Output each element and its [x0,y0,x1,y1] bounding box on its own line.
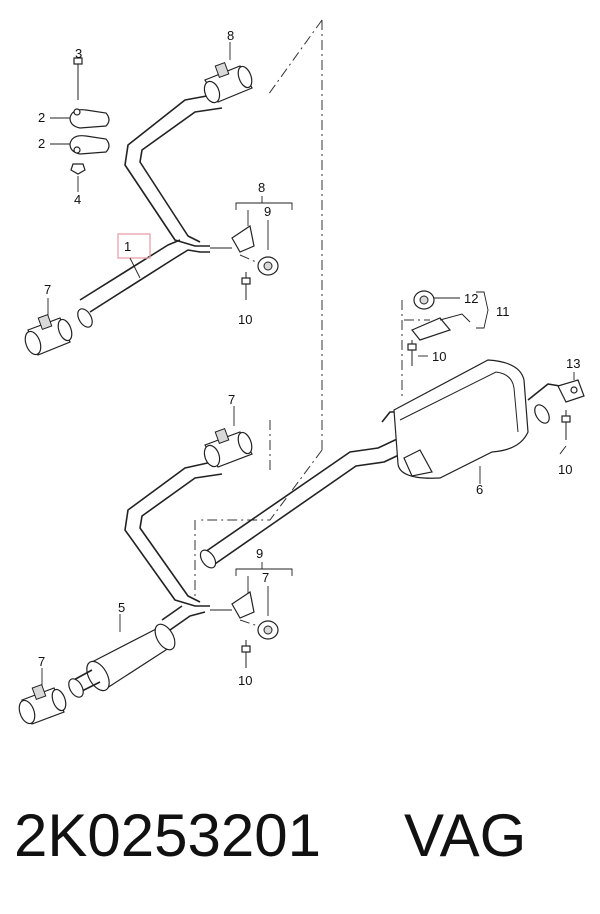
manufacturer: VAG [404,802,527,869]
leader-lines [41,42,567,686]
callout-label: 13 [566,356,580,371]
callout-label: 2 [38,110,45,125]
callout-label: 10 [238,673,252,688]
callout-label: 10 [558,462,572,477]
callout-label: 4 [74,192,81,207]
callout-label: 7 [44,282,51,297]
callout-label: 12 [464,291,478,306]
clamp-bottom-left [18,684,67,725]
reference-lines [194,19,430,600]
callout-labels: 8 3 2 2 4 8 9 1 7 10 12 11 10 13 7 10 6 … [38,28,580,688]
callout-label: 7 [228,392,235,407]
callout-label: 11 [496,304,510,319]
callout-label: 7 [38,654,45,669]
clamp-mid [203,428,253,468]
center-muffler [86,623,176,692]
callout-label: 8 [258,180,265,195]
callout-label: 1 [124,239,131,254]
rear-bracket-assembly [557,372,585,440]
callout-label: 2 [38,136,45,151]
clamp-upper [203,62,253,104]
front-pipe-lower [18,428,253,725]
callout-label: 9 [264,204,271,219]
hanger-assembly-lower [210,562,293,668]
callout-label: 8 [227,28,234,43]
half-clamps [50,57,110,192]
part-1-highlight [117,233,151,259]
clamp-lower-left [24,314,73,356]
rear-hanger-assembly [407,290,489,366]
callout-label: 10 [432,349,446,364]
exhaust-system-diagram: 8 3 2 2 4 8 9 1 7 10 12 11 10 13 7 10 6 … [18,19,585,725]
hanger-assembly-upper [210,196,293,300]
callout-label: 6 [476,482,483,497]
callout-label: 9 [256,546,263,561]
callout-label: 7 [262,570,269,585]
callout-label: 3 [75,46,82,61]
part-number: 2K0253201 [14,802,321,869]
callout-label: 5 [118,600,125,615]
callout-label: 10 [238,312,252,327]
front-pipe-upper [24,62,253,356]
rear-muffler [393,359,561,479]
